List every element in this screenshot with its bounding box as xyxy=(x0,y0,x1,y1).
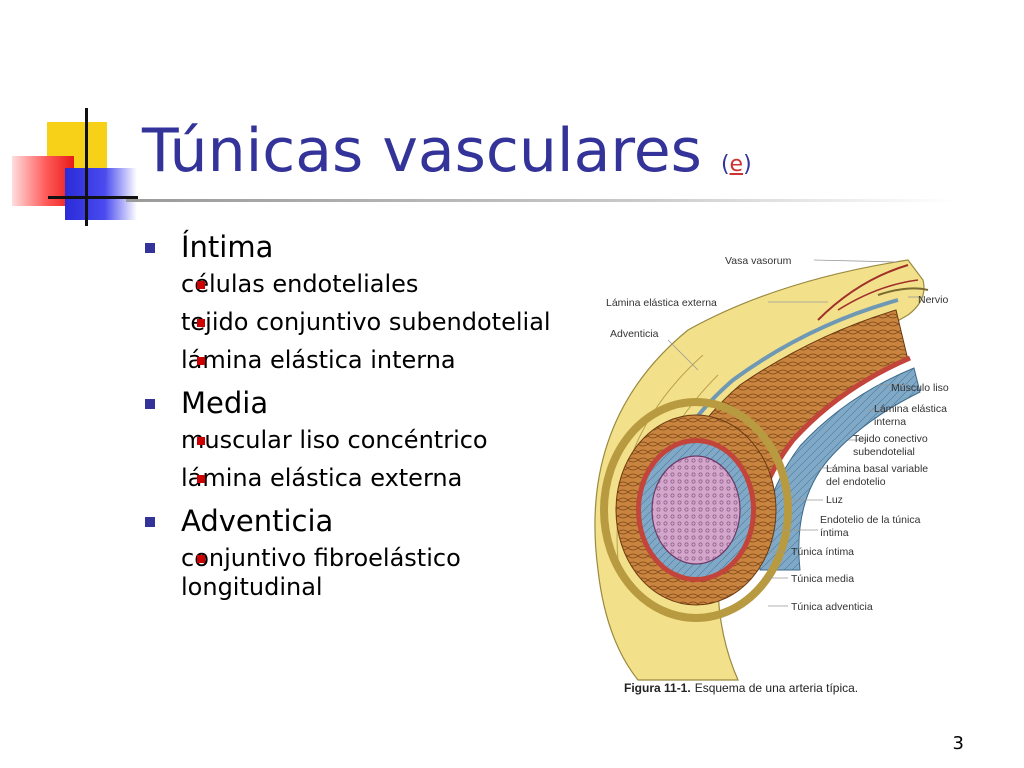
bullet-list: Íntima células endoteliales tejido conju… xyxy=(145,228,565,611)
bullet-square-icon xyxy=(145,399,155,409)
sub-bullet-square-icon xyxy=(197,319,205,327)
nerve xyxy=(877,287,929,296)
artery-illustration: Vasa vasorum Lámina elástica externa Adv… xyxy=(594,255,949,695)
intima-layer xyxy=(759,367,921,571)
page-number: 3 xyxy=(952,733,964,754)
label-vasa-vasorum: Vasa vasorum xyxy=(725,255,792,267)
sub-bullet-square-icon xyxy=(197,357,205,365)
label-lamina-basal: Lámina basal variable xyxy=(826,463,928,475)
bullet-label: Adventicia xyxy=(181,504,334,538)
label-tejido-conectivo: Tejido conectivo xyxy=(853,433,928,445)
sub-bullet: muscular liso concéntrico xyxy=(145,426,565,455)
sub-bullet-square-icon xyxy=(197,437,205,445)
title-reference-link[interactable]: e xyxy=(729,152,744,177)
logo-horizontal-line xyxy=(48,196,138,199)
sub-bullet-square-icon xyxy=(197,555,205,563)
bullet-label: Íntima xyxy=(181,230,274,264)
figure-caption: Figura 11-1. Esquema de una arteria típic… xyxy=(624,681,858,695)
logo-blue-square xyxy=(65,168,137,220)
label-luz: Luz xyxy=(826,494,843,506)
title-reference: (e) xyxy=(721,152,752,177)
artery-diagram: Vasa vasorum Lámina elástica externa Adv… xyxy=(578,240,970,710)
sub-bullet: células endoteliales xyxy=(145,270,565,299)
bullet-label: Media xyxy=(181,386,269,420)
ref-open-paren: ( xyxy=(720,152,730,177)
sub-bullet: lámina elástica externa xyxy=(145,464,565,493)
bullet-square-icon xyxy=(145,517,155,527)
sub-bullet-text: conjuntivo fibroelástico longitudinal xyxy=(181,544,461,601)
sub-bullet: lámina elástica interna xyxy=(145,346,565,375)
caption-text: Esquema de una arteria típica. xyxy=(695,681,858,695)
bullet-adventicia: Adventicia xyxy=(145,502,565,540)
sub-bullet-text: muscular liso concéntrico xyxy=(181,426,488,454)
slide-title-text: Túnicas vasculares xyxy=(142,116,702,186)
label-subendotelial: subendotelial xyxy=(853,446,915,458)
bullet-media: Media xyxy=(145,384,565,422)
label-lamina-elastica: Lámina elástica xyxy=(874,403,947,415)
label-del-endotelio: del endotelio xyxy=(826,476,886,488)
label-adventicia: Adventicia xyxy=(610,328,659,340)
slide-logo-decoration xyxy=(0,100,150,240)
vasa-vasorum xyxy=(817,264,909,321)
label-endotelio: Endotelio de la túnica xyxy=(820,514,921,526)
sub-bullet-text: tejido conjuntivo subendotelial xyxy=(181,308,551,336)
label-tunica-media: Túnica media xyxy=(791,573,854,585)
sub-bullet: tejido conjuntivo subendotelial xyxy=(145,308,565,337)
label-interna: interna xyxy=(874,416,906,428)
sub-bullet-text: lámina elástica interna xyxy=(181,346,456,374)
label-lamina-elastica-externa: Lámina elástica externa xyxy=(606,297,717,309)
logo-vertical-line xyxy=(85,108,88,226)
sub-bullet-square-icon xyxy=(197,475,205,483)
lumen xyxy=(651,455,741,565)
label-musculo-liso: Músculo liso xyxy=(891,382,949,394)
label-nervio: Nervio xyxy=(918,294,949,306)
caption-number: Figura 11-1. xyxy=(624,681,691,695)
leader-lines xyxy=(667,259,923,607)
slide-title: Túnicas vasculares (e) xyxy=(142,118,752,184)
title-divider xyxy=(126,199,956,202)
sub-bullet-square-icon xyxy=(197,281,205,289)
ref-close-paren: ) xyxy=(743,152,752,177)
bullet-intima: Íntima xyxy=(145,228,565,266)
sub-bullet: conjuntivo fibroelástico longitudinal xyxy=(145,544,565,602)
label-tunica-intima: Túnica íntima xyxy=(791,546,854,558)
sub-bullet-text: células endoteliales xyxy=(181,270,419,298)
label-intima: íntima xyxy=(820,527,849,539)
bullet-square-icon xyxy=(145,243,155,253)
label-tunica-adventicia: Túnica adventicia xyxy=(791,601,873,613)
sub-bullet-text: lámina elástica externa xyxy=(181,464,463,492)
